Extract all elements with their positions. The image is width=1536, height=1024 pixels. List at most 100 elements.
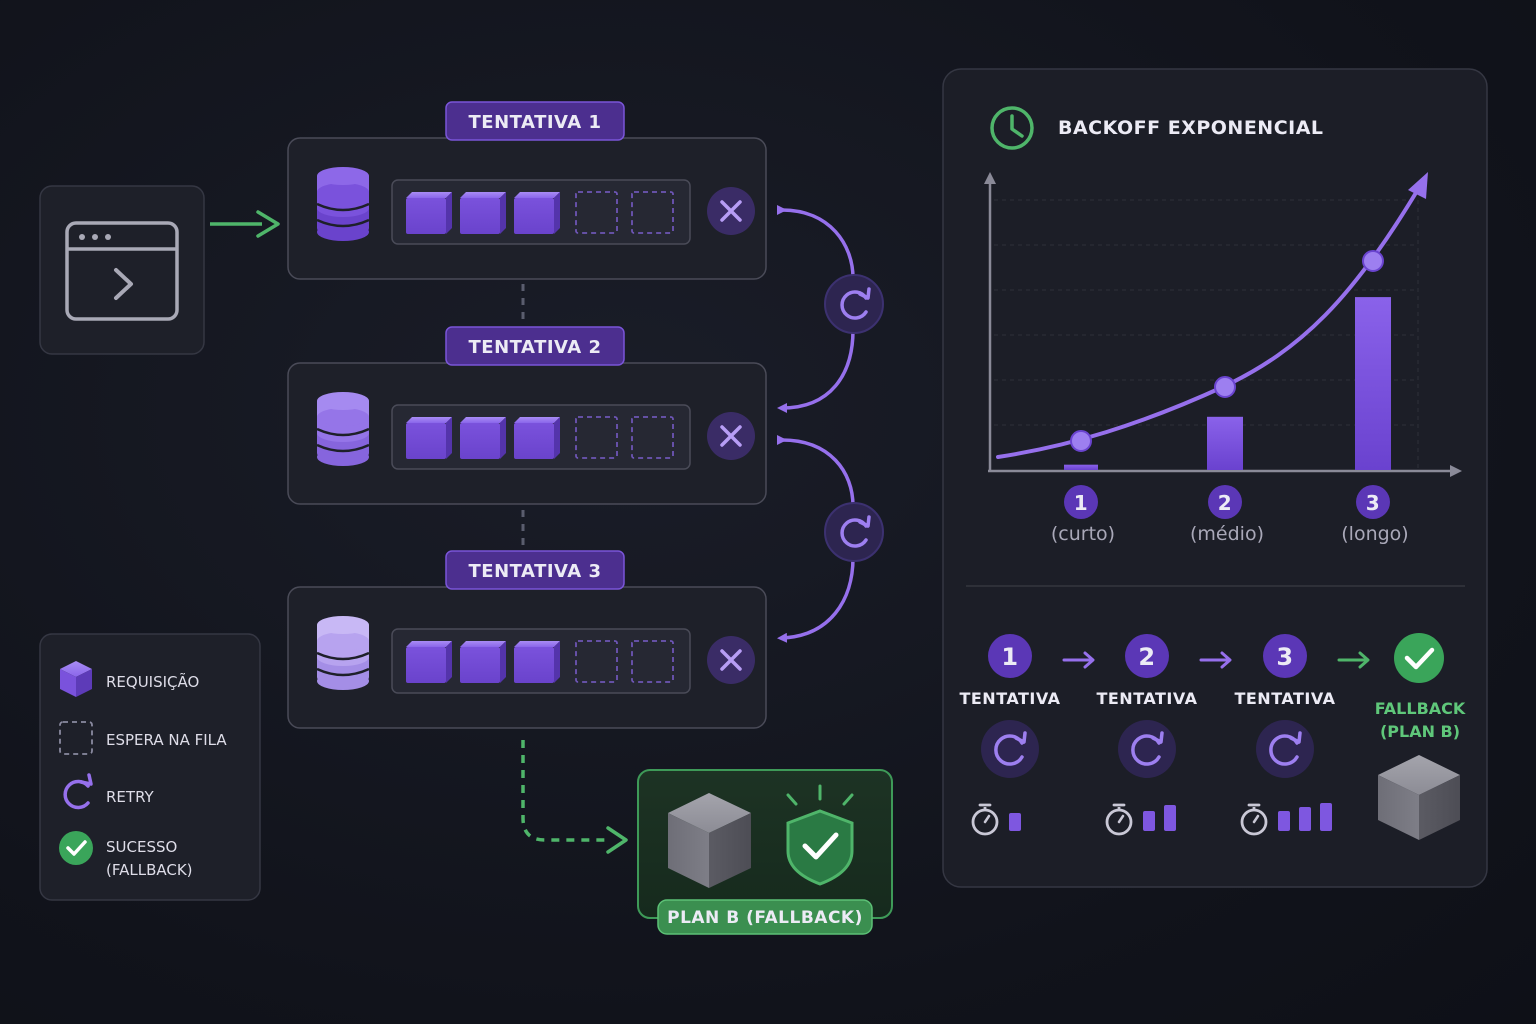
attempt-card-3: TENTATIVA 3 <box>287 550 767 729</box>
chart-bars <box>1064 297 1391 470</box>
request-cube-icon <box>406 641 452 683</box>
timeline-number: 2 <box>1138 643 1155 671</box>
request-queue <box>391 179 691 245</box>
chart-points <box>1070 250 1384 452</box>
chart-bar <box>1355 297 1391 470</box>
wait-bars <box>1143 805 1176 831</box>
request-cube-icon <box>514 417 560 459</box>
request-cube-icon <box>406 192 452 234</box>
retry-loops <box>776 204 855 643</box>
legend-item-queue-wait: ESPERA NA FILA <box>106 731 227 749</box>
final-label-line1: FALLBACK <box>1375 699 1466 718</box>
client-box <box>39 185 205 355</box>
attempt-label: TENTATIVA 3 <box>469 561 602 582</box>
clock-icon <box>990 106 1034 150</box>
chart-point <box>1070 430 1092 452</box>
empty-slot <box>631 640 674 683</box>
request-cube-icon <box>460 641 506 683</box>
database-icon <box>316 167 370 241</box>
fallback-label: PLAN B (FALLBACK) <box>667 908 863 928</box>
request-cube-icon <box>514 192 560 234</box>
attempt-card-2: TENTATIVA 2 <box>287 326 767 505</box>
wait-bars <box>1009 813 1021 831</box>
stopwatch-icon <box>971 803 999 836</box>
timeline-number: 3 <box>1276 643 1293 671</box>
attempts-layer: TENTATIVA 1 TENTATIVA 2 TENTATIVA 3 <box>287 101 767 729</box>
final-fallback: FALLBACK (PLAN B) <box>1375 633 1466 840</box>
chart-point-number: 1 <box>1074 491 1088 515</box>
attempt-tab-1: TENTATIVA 1 <box>445 101 625 141</box>
shield-check-icon <box>786 784 854 886</box>
chart-x-label: 2 (médio) <box>1190 485 1264 545</box>
request-queue <box>391 628 691 694</box>
chart-point <box>1362 250 1384 272</box>
fallback-card: PLAN B (FALLBACK) <box>637 769 893 935</box>
stopwatch-icon <box>1105 803 1133 836</box>
legend-item-success-sub: (FALLBACK) <box>106 861 193 879</box>
request-cube-icon <box>406 417 452 459</box>
database-icon <box>316 616 370 690</box>
close-icon <box>707 187 755 235</box>
legend-item-retry: RETRY <box>106 788 155 806</box>
timeline-number: 1 <box>1001 643 1018 671</box>
chart-axes <box>984 172 1462 477</box>
request-cube-icon <box>460 417 506 459</box>
chart-point-label: (curto) <box>1051 523 1115 545</box>
database-icon <box>316 392 370 466</box>
chart-bar <box>1207 416 1243 470</box>
close-icon <box>707 412 755 460</box>
retry-icon <box>824 502 884 562</box>
chart-point <box>1214 376 1236 398</box>
timeline-arrows <box>1062 651 1370 669</box>
final-cube-icon <box>1378 755 1460 840</box>
chart-x-label: 3 (longo) <box>1341 485 1409 545</box>
stopwatch-icon <box>1240 803 1268 836</box>
timeline-label: TENTATIVA <box>1096 689 1197 708</box>
attempt-label: TENTATIVA 1 <box>469 112 602 133</box>
legend-retry-icon <box>63 773 93 810</box>
terminal-window-icon <box>65 221 179 321</box>
legend: REQUISIÇÃO ESPERA NA FILA RETRY SUCESSO … <box>39 633 261 901</box>
wait-bars <box>1278 803 1332 831</box>
dashed-square-icon <box>59 721 93 755</box>
close-icon <box>707 636 755 684</box>
attempt-card-1: TENTATIVA 1 <box>287 101 767 280</box>
timeline-label: TENTATIVA <box>1234 689 1335 708</box>
final-label-line2: (PLAN B) <box>1380 722 1460 741</box>
retry-icon <box>824 274 884 334</box>
growth-curve-arrowhead <box>1408 172 1428 199</box>
empty-slot <box>631 416 674 459</box>
attempt-tab-2: TENTATIVA 2 <box>445 326 625 366</box>
attempt-tab-3: TENTATIVA 3 <box>445 550 625 590</box>
chart-point-number: 3 <box>1366 491 1380 515</box>
client-to-attempt-arrow <box>210 210 280 238</box>
attempt-label: TENTATIVA 2 <box>469 337 602 358</box>
chart-point-label: (médio) <box>1190 523 1264 545</box>
legend-item-request: REQUISIÇÃO <box>106 672 199 691</box>
retry-icon <box>981 720 1039 778</box>
chart-bar <box>1064 464 1098 470</box>
backoff-panel: BACKOFF EXPONENCIAL 1 (curto) 2 (médio) 3 (lo… <box>942 68 1488 888</box>
empty-slot <box>575 191 618 234</box>
retry-buttons <box>824 274 884 562</box>
chart-point-number: 2 <box>1218 491 1232 515</box>
empty-slot <box>631 191 674 234</box>
chart-labels: 1 (curto) 2 (médio) 3 (longo) <box>1051 485 1409 545</box>
timeline-label: TENTATIVA <box>959 689 1060 708</box>
legend-check-circle-icon <box>59 831 93 865</box>
legend-cube-icon <box>60 661 92 697</box>
retry-icon <box>1118 720 1176 778</box>
request-cube-icon <box>460 192 506 234</box>
chart-point-label: (longo) <box>1341 523 1408 545</box>
empty-slot <box>575 416 618 459</box>
chart-x-label: 1 (curto) <box>1051 485 1115 545</box>
legend-item-success: SUCESSO <box>106 838 177 856</box>
request-cube-icon <box>514 641 560 683</box>
cube-icon <box>668 793 751 888</box>
backoff-title: BACKOFF EXPONENCIAL <box>1058 117 1324 139</box>
